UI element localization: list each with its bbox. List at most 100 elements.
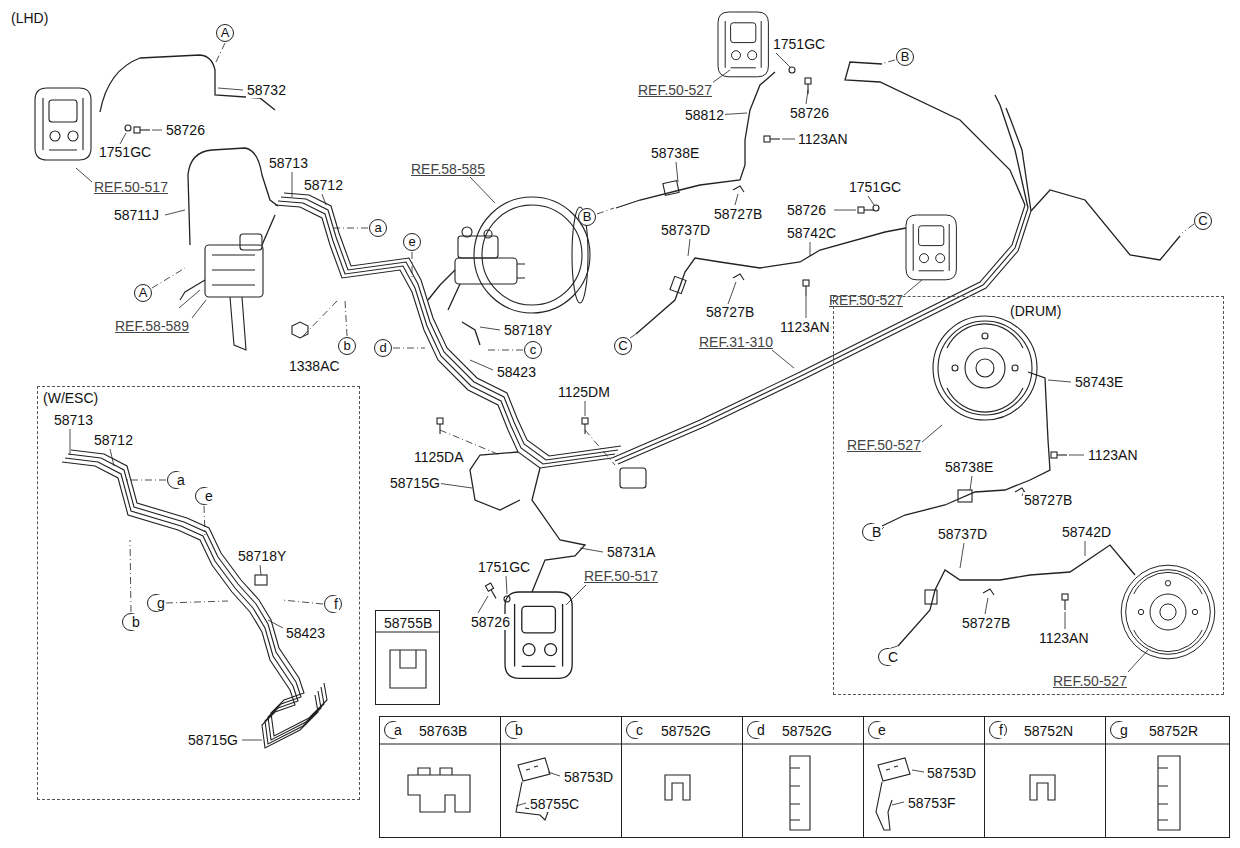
brake-tube (1006, 108, 1031, 211)
part-number: 58726 (470, 614, 511, 630)
leader-line (70, 53, 1148, 806)
callout-circle: B (862, 523, 880, 541)
callout-letter: e (204, 488, 214, 504)
brake-tube (882, 480, 1030, 526)
part-number: 1338AC (288, 358, 341, 374)
callout-leader (303, 300, 338, 336)
clip-icon (375, 631, 440, 632)
brake-booster (517, 264, 525, 278)
part-number: 58713 (53, 412, 94, 428)
callout-leader (630, 334, 636, 338)
callout-letter: b (514, 722, 524, 738)
part-table-cell: 58752Nf (984, 716, 1106, 838)
part-number: 58713 (268, 155, 309, 171)
callout-letter: a (176, 472, 186, 488)
leader-line (985, 598, 988, 614)
fastener (789, 67, 795, 73)
callout-circle: c (626, 721, 644, 739)
reference-label: REF.50-527 (846, 437, 922, 453)
variant-region: (W/ESC)aegfb (37, 386, 360, 800)
leader-line (585, 401, 586, 416)
callout-letter: B (871, 524, 882, 540)
part-number: 58752G (781, 723, 833, 739)
part-number: 1751GC (848, 179, 902, 195)
brake-tube (284, 193, 621, 456)
callout-letter: f (333, 596, 339, 612)
fastener (764, 136, 780, 142)
leader-line (1048, 380, 1071, 382)
callout-leader (891, 646, 898, 648)
leader-line (810, 242, 811, 256)
callout-letter: b (343, 338, 350, 354)
fastener (582, 418, 588, 434)
part-number: 58715G (187, 732, 239, 748)
callout-letter: e (408, 234, 415, 250)
leader-line (904, 280, 922, 295)
callout-leader (412, 252, 413, 278)
brake-tube (62, 55, 1180, 748)
part-number: 1125DA (413, 449, 465, 465)
callout-letter: d (379, 340, 386, 356)
abs-unit (212, 255, 255, 285)
callout-leader (1182, 224, 1194, 233)
part-number: 58752G (660, 723, 712, 739)
leader-line (70, 429, 71, 455)
leader-line (437, 483, 472, 488)
part-number: 58755C (529, 796, 580, 812)
abs-unit (180, 234, 263, 350)
callout-circle: b (505, 721, 523, 739)
callout-circle: d (747, 721, 765, 739)
brake-tube (620, 468, 646, 488)
callout-circle: B (578, 208, 596, 226)
leader-line (868, 196, 874, 205)
part-number: 58753D (926, 765, 977, 781)
rear-caliper (718, 12, 768, 77)
front-right-caliper (505, 592, 572, 678)
leader-line (110, 449, 114, 466)
callout-letter: g (156, 595, 166, 611)
abs-unit (240, 234, 262, 250)
part-table-cell: 58752G d (742, 716, 864, 838)
rear-caliper (906, 215, 956, 280)
part-number: 58423 (496, 364, 537, 380)
callout-circle: b (338, 337, 356, 355)
leader-line (260, 565, 261, 575)
brake-tube (1028, 372, 1050, 480)
callout-letter: B (583, 209, 592, 225)
part-number: 58718Y (503, 322, 553, 338)
brake-tube (995, 95, 1028, 208)
callout-letter: A (221, 25, 230, 41)
brake-tube (845, 62, 1025, 205)
fastener (803, 280, 809, 296)
reference-label: REF.50-527 (1052, 673, 1128, 689)
leader-line (268, 620, 283, 628)
part-table-cell: 58752G c (621, 716, 743, 838)
abs-unit (205, 245, 263, 297)
region-heading: (W/ESC) (42, 390, 99, 406)
callout-letter: C (618, 338, 627, 354)
leader-line (120, 133, 126, 144)
brake-tube (278, 201, 615, 464)
part-number: 58742D (1061, 524, 1112, 540)
callout-leader (585, 430, 615, 465)
callout-letter: g (1119, 722, 1129, 738)
part-number: 58727B (713, 206, 763, 222)
leader-line (580, 548, 603, 552)
callout-circle: a (384, 721, 402, 739)
brake-booster (455, 197, 590, 313)
part-number: 58727B (961, 615, 1011, 631)
leader-line (1069, 455, 1084, 456)
callout-leader (334, 228, 368, 229)
leader-line (218, 88, 243, 90)
leader-line (806, 296, 807, 318)
brake-tube (663, 181, 679, 196)
brake-tube (898, 545, 1135, 646)
leader-line (728, 282, 736, 304)
part-number: 58726 (786, 202, 827, 218)
caliper (35, 12, 956, 678)
callout-circle: a (369, 219, 387, 237)
fastener (733, 186, 1026, 595)
leader-line (152, 130, 162, 131)
brake-tube (670, 276, 686, 293)
callout-leader (345, 300, 347, 336)
